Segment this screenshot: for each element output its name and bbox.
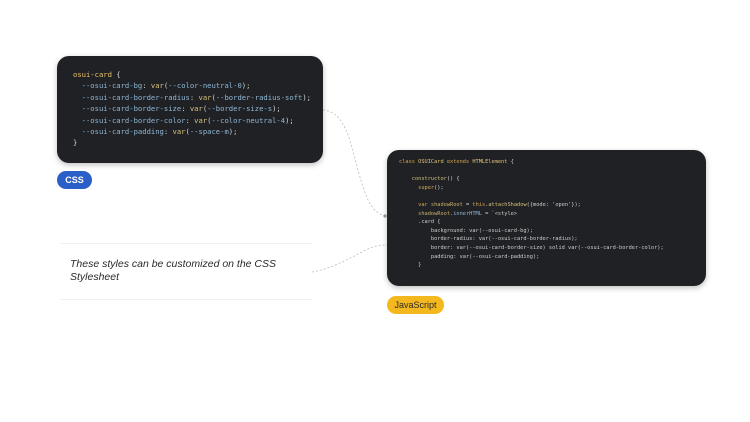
js-code-token: extends xyxy=(443,159,473,165)
css-code-token: ); xyxy=(302,92,312,102)
css-code-token: ); xyxy=(285,115,294,125)
js-code-token: OSUICard xyxy=(418,159,444,165)
js-code-line: var shadowRoot = this.attachShadow({mode… xyxy=(399,201,706,210)
css-code-token: ); xyxy=(241,81,251,91)
css-code-token: ( xyxy=(163,81,169,91)
css-code-token: var xyxy=(189,104,203,114)
js-code-line xyxy=(399,192,706,201)
js-code-token: .card { xyxy=(399,219,441,226)
js-code-token: this xyxy=(472,201,486,208)
js-code-token: = xyxy=(462,201,473,208)
javascript-badge: JavaScript xyxy=(387,296,444,314)
js-code-token: border-radius: var(--osui-card-border-ra… xyxy=(399,236,578,243)
js-code-token: background: var(--osui-card-bg); xyxy=(399,227,533,234)
js-code-token: . xyxy=(450,210,454,217)
js-code-line: class OSUICard extends HTMLElement { xyxy=(399,158,706,167)
css-code-token: --color-neutral-4 xyxy=(211,115,286,125)
css-code-token: : xyxy=(163,127,173,137)
css-code-token: ( xyxy=(207,115,212,125)
js-code-line: .card { xyxy=(399,218,706,227)
connector-note-to-js xyxy=(311,244,390,273)
css-code-token: osui-card xyxy=(73,70,112,79)
js-code-line: } xyxy=(399,261,706,270)
css-code-line: --osui-card-padding: var(--space-m); xyxy=(73,126,323,137)
javascript-code-block: class OSUICard extends HTMLElement { con… xyxy=(387,150,706,286)
css-code-line: --osui-card-border-color: var(--color-ne… xyxy=(73,115,323,126)
css-code-token: var xyxy=(150,81,164,91)
css-code-token: --color-neutral-0 xyxy=(168,81,242,91)
js-code-token: attachShadow xyxy=(488,201,527,208)
css-code-line: } xyxy=(73,137,323,148)
js-code-token: () { xyxy=(446,176,460,183)
css-code-line: osui-card { xyxy=(73,69,323,80)
js-code-token: padding: var(--osui-card-padding); xyxy=(399,253,540,260)
css-code-token: --space-m xyxy=(189,127,229,137)
css-code-token: : xyxy=(181,104,190,114)
js-code-line: background: var(--osui-card-bg); xyxy=(399,227,706,236)
js-code-token: class xyxy=(399,159,419,165)
js-code-token: } xyxy=(399,262,422,269)
css-code-line: --osui-card-bg: var(--color-neutral-0); xyxy=(73,80,323,91)
js-code-token: shadowRoot xyxy=(418,210,451,217)
css-code-token: --osui-card-border-radius xyxy=(73,92,190,102)
css-code-token: { xyxy=(111,70,121,79)
js-code-token xyxy=(399,176,412,182)
js-code-token: { xyxy=(507,159,514,165)
customization-note: These styles can be customized on the CS… xyxy=(60,243,312,300)
css-code-token: --border-radius-soft xyxy=(215,92,303,102)
js-code-token: constructor xyxy=(411,176,447,183)
css-code-token: var xyxy=(194,115,208,125)
js-code-token: border: var(--osui-card-border-size) sol… xyxy=(399,244,664,251)
css-code-line: --osui-card-border-size: var(--border-si… xyxy=(73,103,323,114)
css-code-line: --osui-card-border-radius: var(--border-… xyxy=(73,92,323,103)
js-code-line: border-radius: var(--osui-card-border-ra… xyxy=(399,235,706,244)
js-code-token: (); xyxy=(434,184,444,191)
js-code-token: = `<style> xyxy=(481,210,518,217)
js-code-token: super xyxy=(418,184,435,191)
css-code-token: : xyxy=(189,92,199,102)
css-code-token: var xyxy=(172,127,186,137)
js-code-token xyxy=(399,185,418,191)
js-code-token: . xyxy=(485,201,489,208)
js-code-line: shadowRoot.innerHTML = `<style> xyxy=(399,210,706,219)
css-code-token: ); xyxy=(228,127,238,137)
css-code-token: : xyxy=(142,81,151,91)
js-code-token xyxy=(399,211,418,217)
js-code-line: super(); xyxy=(399,184,706,193)
css-code-token: ( xyxy=(211,92,216,102)
css-code-token: ( xyxy=(202,104,208,114)
css-code-token: : xyxy=(185,115,195,125)
js-code-line: constructor() { xyxy=(399,175,706,184)
css-code-token: --osui-card-border-size xyxy=(73,104,182,114)
js-code-line: border: var(--osui-card-border-size) sol… xyxy=(399,244,706,253)
connector-css-to-js xyxy=(322,109,386,217)
css-code-token: ); xyxy=(272,104,281,114)
css-code-token: --border-size-s xyxy=(207,104,273,114)
css-code-token: --osui-card-border-color xyxy=(73,115,186,125)
js-code-line: padding: var(--osui-card-padding); xyxy=(399,253,706,262)
js-code-token: shadowRoot xyxy=(427,201,463,208)
css-badge: CSS xyxy=(57,171,92,189)
css-code-token: var xyxy=(198,92,212,102)
js-code-token: innerHTML xyxy=(453,210,482,217)
js-code-token xyxy=(399,202,418,208)
css-code-token: ( xyxy=(185,127,190,137)
css-code-block: osui-card { --osui-card-bg: var(--color-… xyxy=(57,56,323,163)
css-code-token: --osui-card-padding xyxy=(73,127,164,137)
js-code-token: HTMLElement xyxy=(472,159,508,165)
css-code-token: --osui-card-bg xyxy=(73,81,143,91)
js-code-line xyxy=(399,167,706,176)
css-code-token: } xyxy=(73,138,78,148)
js-code-token: var xyxy=(418,201,428,208)
js-code-token: ({mode: 'open'}); xyxy=(526,201,581,208)
